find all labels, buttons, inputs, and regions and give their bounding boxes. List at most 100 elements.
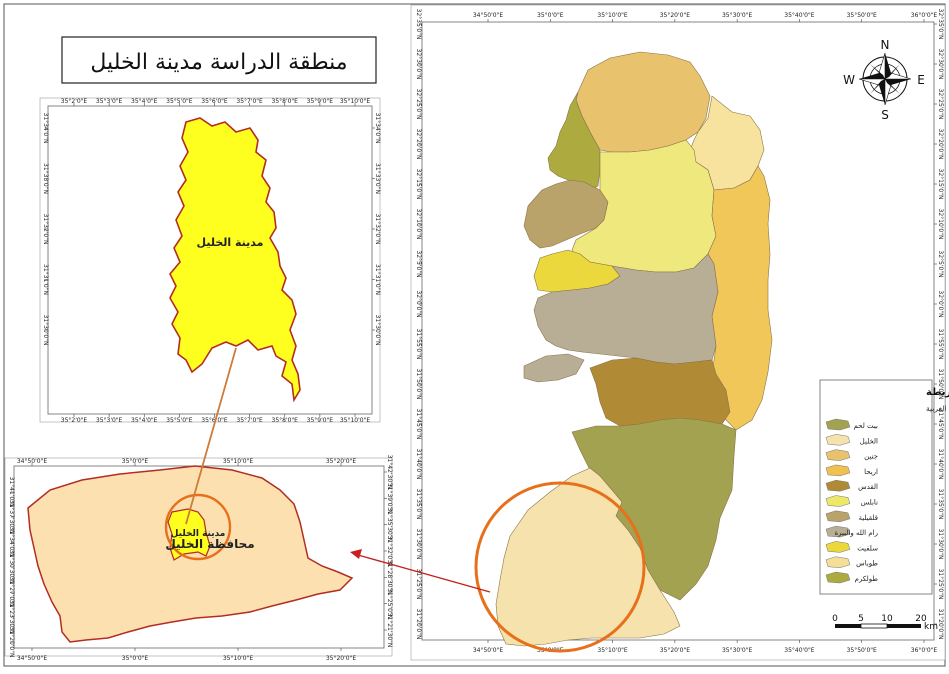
tick-label: 32°30'0"N [415,49,422,80]
tick-label: 31°33'0"N [374,163,381,194]
governorate-inset-left-ticks: 31°41'0"N31°37'30"N31°34'0"N31°30'30"N31… [8,477,15,658]
tick-label: 35°8'0"E [272,417,299,424]
compass-s: S [881,108,889,122]
tick-label: 31°23'30"N [8,600,15,635]
tick-label: 32°10'0"N [415,209,422,240]
tick-label: 31°39'0"N [386,483,393,514]
tick-label: 32°35'0"N [415,9,422,40]
city-inset-left-ticks: 31°34'0"N31°33'0"N31°32'0"N31°31'0"N31°3… [42,113,49,346]
tick-label: 31°27'0"N [8,577,15,608]
tick-label: 35°30'0"E [722,12,752,19]
tick-label: 31°25'0"N [937,569,944,600]
legend-swatch [825,571,851,584]
legend-item-label: اريحا [864,468,878,476]
legend-items: بيت لحمالخليلجنيناريحاالقدسنابلسقلقيليةر… [825,418,878,584]
tick-label: 32°30'0"N [937,49,944,80]
legend-item-label: طوباس [856,560,878,568]
tick-label: 31°40'0"N [415,449,422,480]
legend-swatch [825,541,851,553]
scale-tick-label: 20 [915,614,927,624]
tick-label: 32°35'0"N [937,9,944,40]
compass-e: E [917,73,925,87]
title-box: منطقة الدراسة مدينة الخليل [61,36,377,84]
tick-label: 31°35'30"N [386,507,393,542]
map-title: منطقة الدراسة مدينة الخليل [90,50,347,75]
tick-label: 35°10'0"E [223,458,253,465]
legend-swatch [825,525,851,538]
compass-rose: N S E W [843,38,925,122]
tick-label: 31°45'0"N [415,409,422,440]
tick-label: 31°45'0"N [937,409,944,440]
tick-label: 31°37'30"N [8,500,15,535]
pointer-arrow [350,549,491,593]
tick-label: 35°10'0"E [597,12,627,19]
city-inset-right-ticks: 31°34'0"N31°33'0"N31°32'0"N31°31'0"N31°3… [372,113,381,345]
tick-label: 31°30'0"N [42,315,49,346]
tick-label: 35°10'0"E [597,647,627,654]
tick-label: 32°15'0"N [415,169,422,200]
tick-label: 32°5'0"N [415,250,422,277]
tick-label: 35°50'0"E [847,647,877,654]
legend-swatch [825,556,851,568]
tick-label: 35°20'0"E [326,655,356,662]
governorate-jenin [575,51,711,153]
main-map: 34°50'0"E 35°0'0"E 35°10'0"E 35°20'0"E 35°30… [410,4,949,661]
governorate-jerusalem [589,357,731,427]
tick-label: 34°50'0"E [17,655,47,662]
tick-label: 35°40'0"E [784,12,814,19]
tick-label: 31°32'0"N [386,536,393,567]
legend-swatch [825,479,851,492]
tick-label: 31°31'0"N [374,264,381,295]
tick-label: 35°7'0"E [236,417,263,424]
tick-label: 35°10'0"E [340,417,370,424]
tick-label: 35°0'0"E [537,12,564,19]
hebron-governorate-polygon [27,465,354,643]
tick-label: 31°35'0"N [415,489,422,520]
tick-label: 31°20'0"N [415,609,422,640]
compass-n: N [881,38,890,52]
tick-label: 35°4'0"E [131,417,158,424]
tick-label: 35°2'0"E [61,98,88,105]
tick-label: 35°0'0"E [122,655,149,662]
main-map-right-ticks: 32°35'0"N32°30'0"N32°25'0"N32°20'0"N32°1… [934,9,944,640]
tick-label: 32°20'0"N [415,129,422,160]
scale-unit: km [924,622,938,632]
tick-label: 35°5'0"E [166,417,193,424]
tick-label: 31°41'0"N [8,477,15,508]
hebron-city-polygon [169,117,301,403]
connector-line-city [185,347,237,525]
legend-item-label: جنين [864,453,878,461]
legend: مفتاح الخريطة محافظات الضفة الغربية بيت … [819,379,949,595]
city-highlight-circle [164,493,232,561]
tick-label: 35°10'0"E [223,655,253,662]
governorate-label: محافظة الخليل [165,537,254,551]
tick-label: 31°34'0"N [8,527,15,558]
legend-item-label: الخليل [860,437,878,445]
tick-label: 35°2'0"E [61,417,88,424]
tick-label: 32°0'0"N [415,290,422,317]
legend-item-label: سلفيت [857,544,878,552]
legend-item-label: نابلس [861,499,878,507]
tick-label: 35°4'0"E [131,98,158,105]
governorate-ramallah [533,253,719,365]
hebron-highlight-circle [474,481,646,653]
tick-label: 35°3'0"E [96,98,123,105]
tick-label: 36°0'0"E [911,12,938,19]
scale-tick-label: 0 [832,614,838,624]
tick-label: 32°25'0"N [415,89,422,120]
tick-label: 31°30'0"N [415,529,422,560]
main-map-left-ticks: 32°35'0"N 32°30'0"N 32°25'0"N 32°20'0"N 32°1… [415,9,422,640]
tick-label: 35°40'0"E [784,647,814,654]
tick-label: 31°20'0"N [937,609,944,640]
tick-label: 35°8'0"E [272,98,299,105]
tick-label: 31°34'0"N [42,113,49,144]
legend-swatch [825,464,851,477]
governorate-ramallah-west [523,353,585,383]
governorate-inset-right-ticks: 31°42'30"N31°39'0"N31°35'30"N31°32'0"N31… [384,455,393,647]
tick-label: 34°50'0"E [473,647,503,654]
tick-label: 35°20'0"E [660,647,690,654]
